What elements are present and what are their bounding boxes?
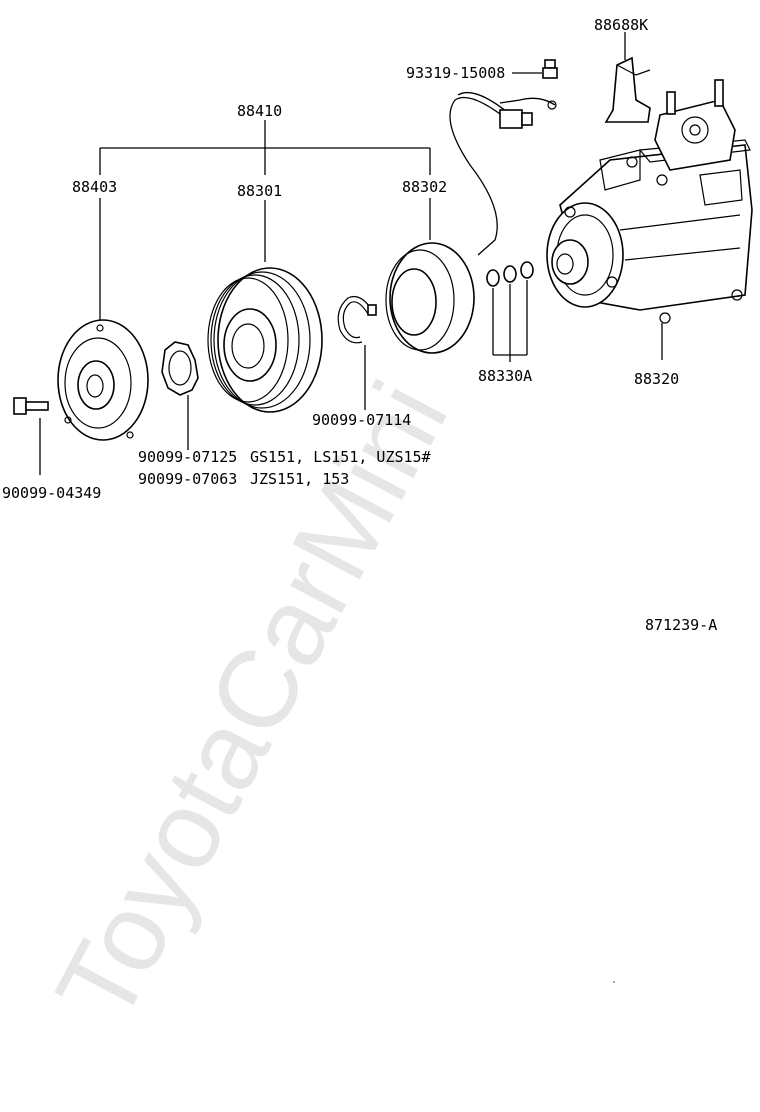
part-number-clutch-assy: 88410 (237, 102, 282, 120)
applicability-spacer-a: GS151, LS151, UZS15# (250, 448, 431, 466)
applicability-spacer-b: JZS151, 153 (250, 470, 349, 488)
screw-illustration (542, 59, 558, 79)
part-number-spacer-a: 90099-07125 (138, 448, 237, 466)
bolt-illustration (13, 397, 49, 415)
diagram-code: 871239-A (645, 616, 717, 634)
spacer-illustration (161, 341, 199, 396)
part-number-stator: 88302 (402, 178, 447, 196)
part-number-screw: 93319-15008 (406, 64, 505, 82)
wire-harness-illustration (449, 91, 557, 256)
part-number-bolt: 90099-04349 (2, 484, 101, 502)
bracket-illustration (604, 56, 651, 123)
part-number-spacer-b: 90099-07063 (138, 470, 237, 488)
part-number-bracket: 88688K (594, 16, 648, 34)
part-number-pulley: 88301 (237, 182, 282, 200)
part-number-compressor: 88320 (634, 370, 679, 388)
snap-ring-illustration (337, 295, 377, 344)
pressure-plate-illustration (57, 319, 149, 441)
speck-dot (613, 981, 615, 983)
part-number-shims: 88330A (478, 367, 532, 385)
stator-illustration (385, 242, 475, 354)
shims-illustration (486, 261, 534, 287)
part-number-pressure-plate: 88403 (72, 178, 117, 196)
part-number-snap-ring: 90099-07114 (312, 411, 411, 429)
compressor-illustration (546, 79, 753, 324)
pulley-illustration (207, 267, 323, 413)
